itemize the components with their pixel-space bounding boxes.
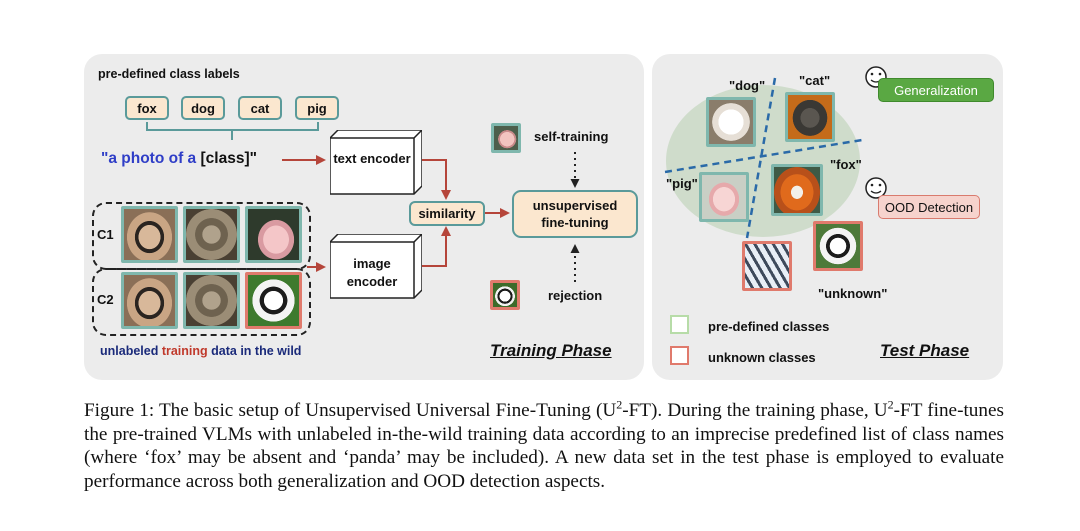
panda-photo-c2: [245, 272, 302, 329]
smiley-icon-ood: [865, 177, 887, 199]
class-cat: cat: [238, 96, 282, 120]
caption-label: Figure 1:: [84, 400, 155, 421]
fox-photo-test: [771, 164, 823, 216]
c1-label: C1: [97, 227, 114, 242]
panda-photo-test: [813, 221, 863, 271]
image-encoder-box: [330, 234, 422, 299]
footer-unlabeled: unlabeled training data in the wild: [100, 344, 301, 358]
caption-rest: -FT fine-tunes the pre-trained VLMs with…: [84, 400, 1004, 492]
class-fox: fox: [125, 96, 169, 120]
panda-thumb-rejection: [490, 280, 520, 310]
self-training-label: self-training: [534, 129, 609, 144]
test-phase-title: Test Phase: [880, 341, 970, 360]
cat-photo-c1: [183, 206, 240, 263]
prompt-quote: "a photo of a: [101, 150, 197, 167]
arrow-text-similarity: [418, 159, 451, 200]
class-bracket: [146, 122, 319, 140]
ood-detection-tag: OOD Detection: [878, 195, 980, 219]
footer-pre: unlabeled: [100, 344, 162, 358]
figure-caption: Figure 1: The basic setup of Unsupervise…: [84, 399, 1004, 493]
training-phase-title: Training Phase: [490, 341, 612, 360]
group-c2: [92, 268, 311, 336]
dog-label: "dog": [729, 78, 766, 93]
pug-photo-c1: [121, 206, 178, 263]
text-encoder-label: text encoder: [333, 151, 411, 166]
text-encoder-box: [330, 130, 422, 195]
pig-photo-test: [699, 172, 749, 222]
image-encoder-label: image encoder: [346, 256, 398, 289]
caption-line1: The basic setup of Unsupervised Universa…: [154, 400, 617, 421]
c2-label: C2: [97, 292, 114, 307]
prompt-template: "a photo of a [class]": [101, 150, 257, 168]
pig-thumb-selftraining: [491, 123, 521, 153]
pig-label: "pig": [666, 176, 698, 191]
caption-line1b: -FT). During the training phase, U: [622, 400, 888, 421]
class-dog: dog: [181, 96, 225, 120]
caption-sup1: 2: [616, 397, 623, 412]
divider-diagonal: [745, 77, 777, 239]
generalization-tag: Generalization: [878, 78, 994, 102]
divider-horizontal: [664, 138, 863, 174]
unknown-label: "unknown": [818, 286, 888, 301]
dog-photo-test: [706, 97, 756, 147]
legend-unknown-label: unknown classes: [708, 350, 816, 365]
pug-photo-c2: [121, 272, 178, 329]
fox-label: "fox": [830, 157, 862, 172]
tiger-photo-test: [742, 241, 792, 291]
cat-photo-c2: [183, 272, 240, 329]
prompt-class: [class]": [200, 150, 257, 167]
rejection-label: rejection: [548, 288, 603, 303]
footer-post: data in the wild: [207, 344, 302, 358]
cat-photo-test: [785, 92, 835, 142]
legend-unknown-swatch: [670, 346, 689, 365]
legend-predefined-swatch: [670, 315, 689, 334]
similarity-node: similarity: [409, 201, 485, 226]
cat-label: "cat": [799, 73, 831, 88]
finetune-node: unsupervised fine-tuning: [512, 190, 638, 238]
caption-sup2: 2: [887, 397, 894, 412]
class-pig: pig: [295, 96, 339, 120]
legend-predefined-label: pre-defined classes: [708, 319, 830, 334]
arrow-image-similarity: [418, 226, 451, 267]
class-labels-header: pre-defined class labels: [98, 67, 240, 81]
pig-photo-c1: [245, 206, 302, 263]
footer-red: training: [161, 344, 208, 358]
